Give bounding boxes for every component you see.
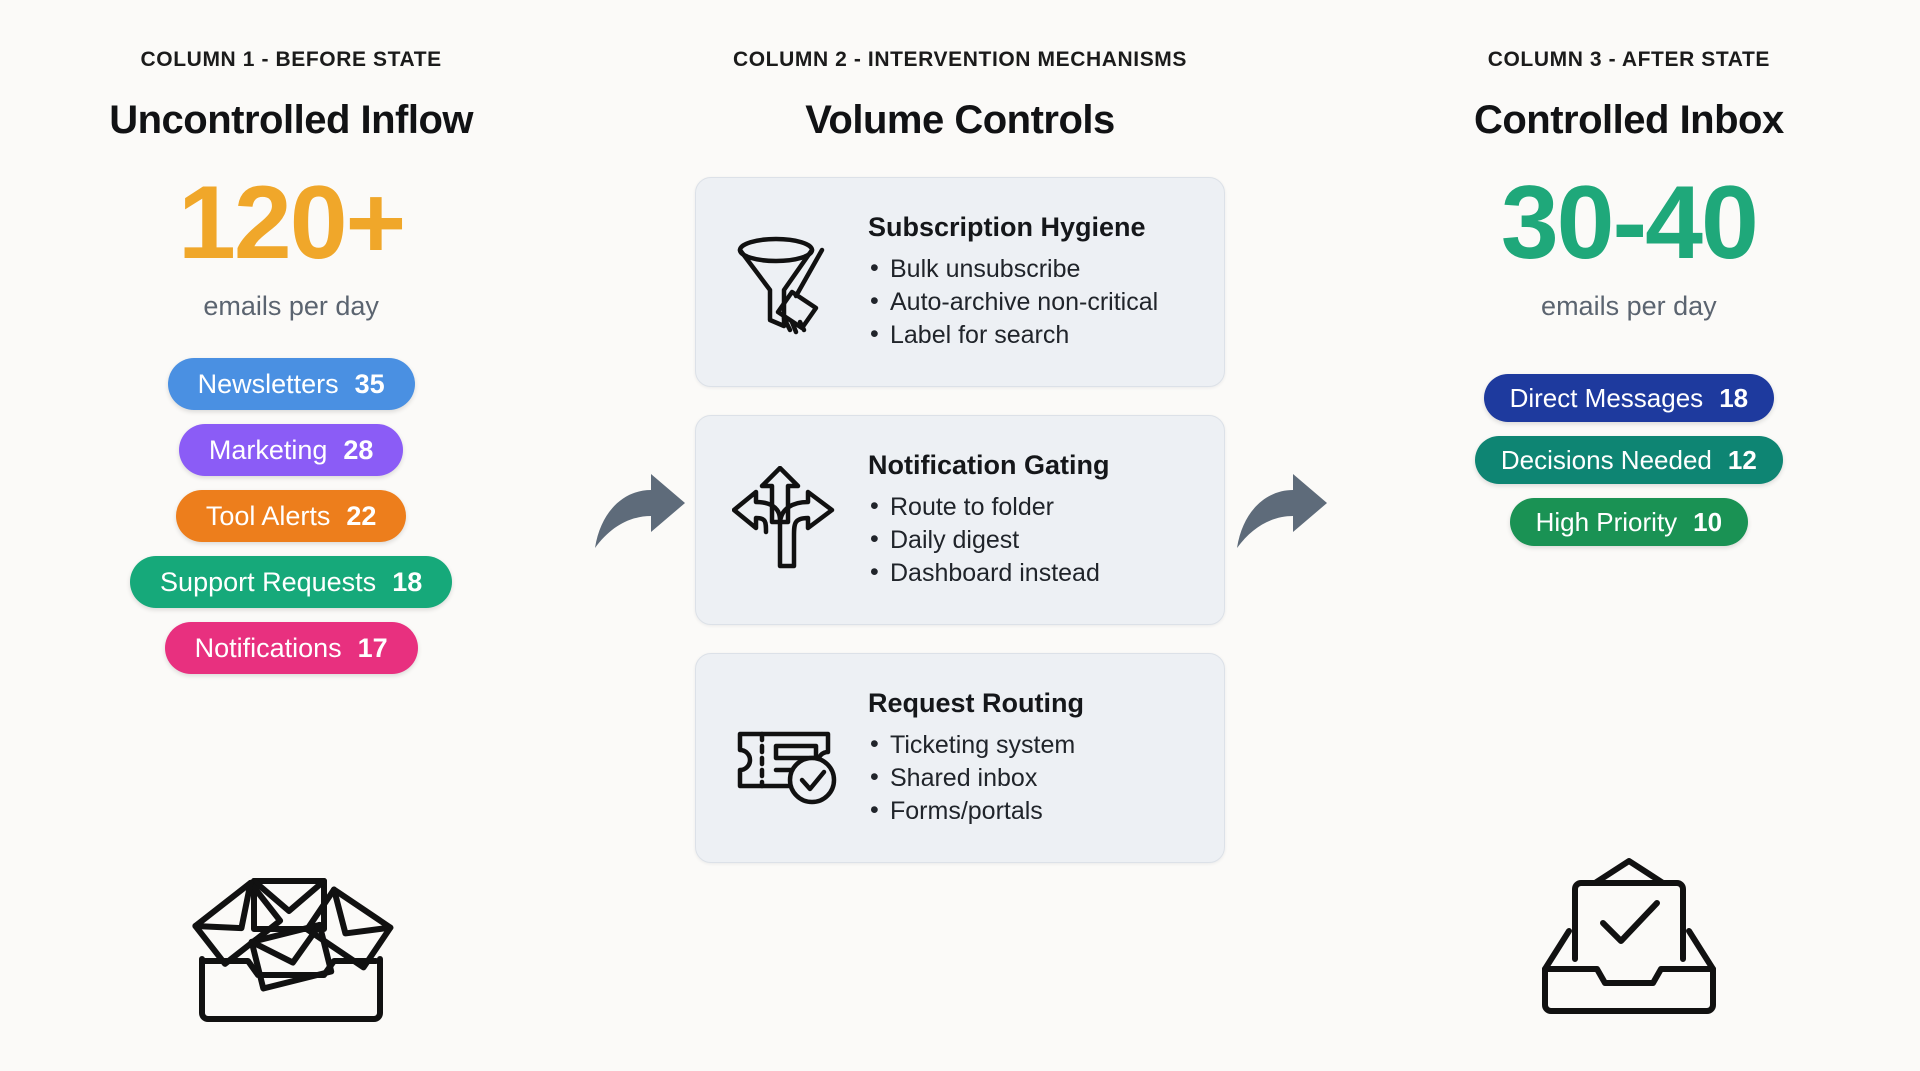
funnel-broom-icon	[718, 228, 858, 336]
mechanism-card-list: Subscription Hygiene Bulk unsubscribe Au…	[695, 177, 1225, 891]
pill-label: Marketing	[208, 434, 328, 465]
three-way-arrow-icon	[718, 466, 858, 574]
card-bullet: Ticketing system	[868, 728, 1202, 762]
column-after-state: COLUMN 3 - AFTER STATE Controlled Inbox …	[1338, 0, 1920, 1071]
before-category-pill-stack: Newsletters 35 Marketing 28 Tool Alerts …	[130, 358, 453, 688]
card-bullet-list: Bulk unsubscribe Auto-archive non-critic…	[868, 252, 1202, 353]
card-bullet: Dashboard instead	[868, 556, 1202, 590]
connector-2	[1225, 0, 1338, 1071]
card-notification-gating[interactable]: Notification Gating Route to folder Dail…	[695, 415, 1225, 625]
column-intervention-mechanisms: COLUMN 2 - INTERVENTION MECHANISMS Volum…	[695, 0, 1225, 1071]
before-volume-caption: emails per day	[203, 291, 379, 321]
pill-value: 35	[354, 368, 385, 399]
card-request-routing[interactable]: Request Routing Ticketing system Shared …	[695, 653, 1225, 863]
pill-value: 10	[1693, 506, 1723, 537]
pill-label: Direct Messages	[1509, 382, 1704, 413]
column-2-title: Volume Controls	[805, 98, 1115, 142]
ticket-check-icon	[718, 708, 858, 808]
clean-inbox-check-icon	[1529, 847, 1729, 1027]
connector-1	[582, 0, 695, 1071]
pill-direct-messages[interactable]: Direct Messages 18	[1483, 374, 1775, 422]
column-3-eyebrow: COLUMN 3 - AFTER STATE	[1487, 48, 1770, 71]
pill-tool-alerts[interactable]: Tool Alerts 22	[175, 490, 407, 542]
card-bullet: Label for search	[868, 318, 1202, 352]
card-subscription-hygiene[interactable]: Subscription Hygiene Bulk unsubscribe Au…	[695, 177, 1225, 387]
pill-label: Support Requests	[160, 566, 377, 597]
pill-label: High Priority	[1535, 506, 1678, 537]
pill-value: 28	[343, 434, 374, 465]
pill-label: Newsletters	[197, 368, 339, 399]
before-volume-number: 120+	[178, 165, 406, 281]
pill-decisions-needed[interactable]: Decisions Needed 12	[1474, 436, 1783, 484]
pill-label: Notifications	[194, 632, 342, 663]
column-2-eyebrow: COLUMN 2 - INTERVENTION MECHANISMS	[732, 48, 1188, 71]
pill-notifications[interactable]: Notifications 17	[164, 622, 418, 674]
card-bullet: Bulk unsubscribe	[868, 252, 1202, 286]
pill-label: Decisions Needed	[1500, 444, 1712, 475]
card-body: Notification Gating Route to folder Dail…	[868, 450, 1202, 591]
column-3-title: Controlled Inbox	[1473, 98, 1784, 142]
after-category-pill-stack: Direct Messages 18 Decisions Needed 12 H…	[1474, 374, 1783, 560]
pill-value: 18	[392, 566, 423, 597]
card-bullet: Daily digest	[868, 523, 1202, 557]
pill-label: Tool Alerts	[205, 500, 331, 531]
after-volume-number: 30-40	[1500, 165, 1759, 281]
card-body: Request Routing Ticketing system Shared …	[868, 688, 1202, 829]
column-1-title: Uncontrolled Inflow	[109, 98, 474, 142]
pill-value: 17	[357, 632, 388, 663]
pill-support-requests[interactable]: Support Requests 18	[130, 556, 453, 608]
pill-newsletters[interactable]: Newsletters 35	[167, 358, 415, 410]
card-body: Subscription Hygiene Bulk unsubscribe Au…	[868, 212, 1202, 353]
card-title: Subscription Hygiene	[868, 211, 1146, 242]
pill-marketing[interactable]: Marketing 28	[178, 424, 404, 476]
column-1-eyebrow: COLUMN 1 - BEFORE STATE	[140, 48, 442, 71]
card-title: Notification Gating	[868, 449, 1110, 480]
curved-arrow-right-icon	[1231, 470, 1331, 557]
column-before-state: COLUMN 1 - BEFORE STATE Uncontrolled Inf…	[0, 0, 582, 1071]
card-title: Request Routing	[868, 687, 1084, 718]
card-bullet: Forms/portals	[868, 794, 1202, 828]
card-bullet-list: Ticketing system Shared inbox Forms/port…	[868, 728, 1202, 829]
card-bullet: Route to folder	[868, 490, 1202, 524]
after-volume-caption: emails per day	[1541, 291, 1717, 321]
pill-high-priority[interactable]: High Priority 10	[1509, 498, 1749, 546]
overflowing-inbox-icon	[186, 851, 396, 1031]
curved-arrow-right-icon	[589, 470, 689, 557]
pill-value: 22	[346, 500, 377, 531]
pill-value: 18	[1719, 382, 1749, 413]
card-bullet: Shared inbox	[868, 761, 1202, 795]
card-bullet-list: Route to folder Daily digest Dashboard i…	[868, 490, 1202, 591]
card-bullet: Auto-archive non-critical	[868, 285, 1202, 319]
pill-value: 12	[1727, 444, 1757, 475]
